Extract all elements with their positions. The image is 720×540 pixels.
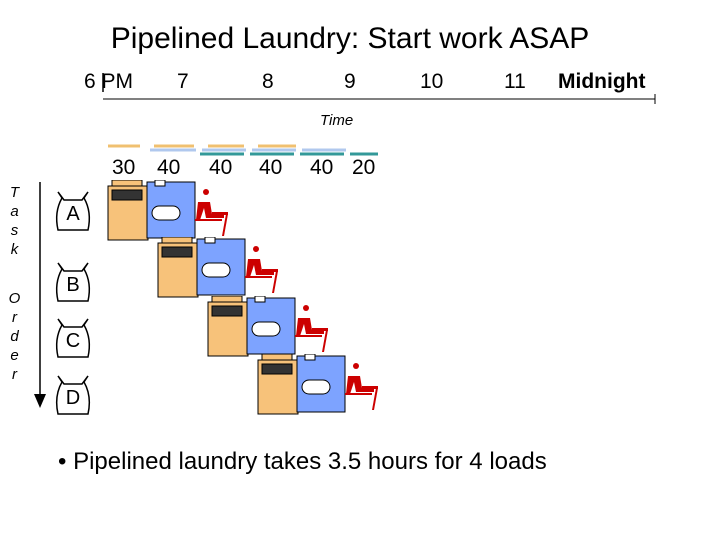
hour-label-midnight: Midnight bbox=[558, 70, 646, 93]
load-label-c: C bbox=[65, 330, 81, 352]
order-label: Order bbox=[4, 290, 23, 391]
washer-dryer-folder-b bbox=[157, 236, 278, 298]
duration-label-2: 40 bbox=[157, 156, 181, 179]
washer-dryer-folder-a bbox=[107, 179, 228, 241]
stage-bars bbox=[108, 144, 378, 156]
duration-label-3: 40 bbox=[209, 156, 233, 179]
order-arrow-head bbox=[34, 394, 46, 408]
washer-dryer-folder-c bbox=[207, 295, 328, 357]
pipeline-row-b bbox=[150, 236, 290, 304]
order-label-text: Order bbox=[6, 290, 23, 385]
load-bag-c: C bbox=[48, 313, 98, 363]
hour-label-6pm: 6 PM bbox=[84, 70, 134, 93]
load-bag-a: A bbox=[48, 186, 98, 236]
duration-label-5: 40 bbox=[310, 156, 334, 179]
folder-icon bbox=[245, 246, 278, 293]
load-bag-d: D bbox=[48, 370, 98, 420]
washer-icon bbox=[157, 236, 199, 298]
folder-icon bbox=[195, 189, 228, 236]
diagram-title: Pipelined Laundry: Start work ASAP bbox=[110, 22, 590, 55]
time-axis-label: Time bbox=[320, 112, 354, 129]
summary-note: • Pipelined laundry takes 3.5 hours for … bbox=[58, 448, 547, 475]
load-label-a: A bbox=[66, 203, 80, 225]
hour-label-8: 8 bbox=[262, 70, 274, 93]
duration-label-4: 40 bbox=[259, 156, 283, 179]
pipeline-row-d bbox=[250, 353, 390, 421]
hour-label-11: 11 bbox=[504, 70, 526, 93]
hour-label-7: 7 bbox=[177, 70, 189, 93]
bag-icon bbox=[55, 262, 91, 302]
duration-label-6: 20 bbox=[352, 156, 376, 179]
load-label-b: B bbox=[66, 274, 80, 296]
dryer-icon bbox=[246, 295, 296, 355]
hour-label-10: 10 bbox=[420, 70, 444, 93]
dryer-icon bbox=[146, 179, 196, 239]
dryer-icon bbox=[196, 236, 246, 296]
folder-icon bbox=[345, 363, 378, 410]
task-label-text: Task bbox=[6, 184, 23, 260]
duration-label-1: 30 bbox=[112, 156, 136, 179]
load-bag-b: B bbox=[48, 257, 98, 307]
task-label: Task bbox=[4, 184, 23, 266]
hour-label-9: 9 bbox=[344, 70, 356, 93]
load-label-d: D bbox=[65, 387, 81, 409]
dryer-icon bbox=[296, 353, 346, 413]
folder-icon bbox=[295, 305, 328, 352]
bag-icon bbox=[55, 318, 91, 358]
washer-icon bbox=[107, 179, 149, 241]
washer-icon bbox=[207, 295, 249, 357]
bag-icon bbox=[55, 375, 91, 415]
pipeline-row-c bbox=[200, 295, 340, 363]
pipeline-row-a bbox=[100, 179, 240, 247]
washer-icon bbox=[257, 353, 299, 415]
bag-icon bbox=[55, 191, 91, 231]
washer-dryer-folder-d bbox=[257, 353, 378, 415]
